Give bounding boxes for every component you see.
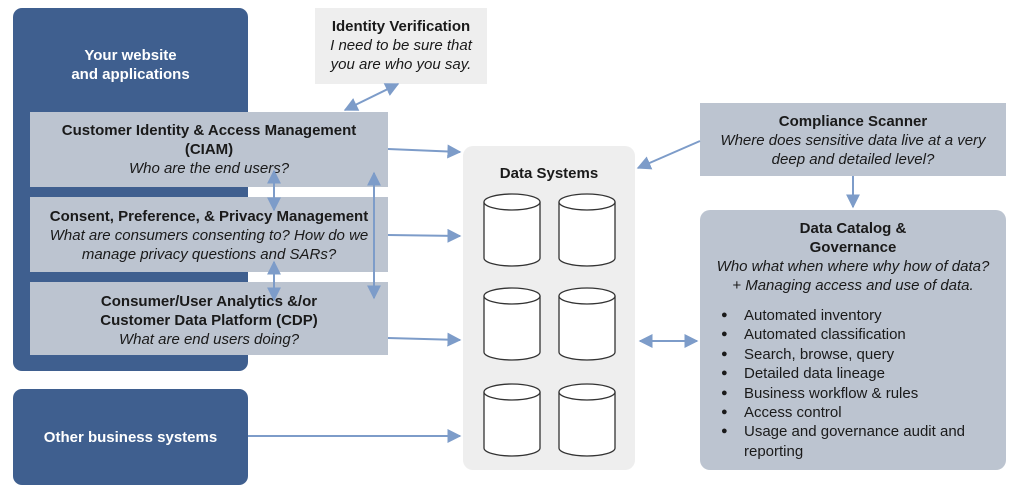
cdp-title-line2: Customer Data Platform (CDP) <box>100 312 318 329</box>
feature-item: Access control <box>719 403 1001 423</box>
database-icon <box>483 383 541 457</box>
data-catalog-features: Automated inventory Automated classifica… <box>719 306 1001 461</box>
consent-title: Consent, Preference, & Privacy Managemen… <box>49 208 369 225</box>
identity-verification-desc-line2: you are who you say. <box>330 56 472 73</box>
data-catalog-header: Data Catalog & Governance Who what when … <box>700 219 1006 295</box>
feature-item: Search, browse, query <box>719 345 1001 365</box>
database-icon <box>483 287 541 361</box>
website-label: Your website and applications <box>13 46 248 84</box>
consent-box <box>30 197 388 272</box>
identity-verification-title: Identity Verification <box>331 18 471 35</box>
feature-item: Business workflow & rules <box>719 384 1001 404</box>
feature-item: Detailed data lineage <box>719 364 1001 384</box>
arrow-consent-data <box>387 228 462 243</box>
cdp-title-line1: Consumer/User Analytics &/or <box>100 293 318 310</box>
compliance-scanner-title: Compliance Scanner <box>778 113 928 130</box>
identity-verification-box <box>315 8 487 84</box>
consent-text: Consent, Preference, & Privacy Managemen… <box>30 207 388 264</box>
consent-description-line2: manage privacy questions and SARs? <box>81 246 337 263</box>
database-icons <box>483 193 616 457</box>
compliance-scanner-desc-line1: Where does sensitive data live at a very <box>720 132 986 149</box>
compliance-scanner-desc-line2: deep and detailed level? <box>771 151 935 168</box>
feature-item: Automated inventory <box>719 306 1001 326</box>
other-systems-box <box>13 389 248 485</box>
arrow-ciam-identity <box>343 83 400 111</box>
ciam-description: Who are the end users? <box>128 160 290 177</box>
data-catalog-desc-line2: + Managing access and use of data. <box>732 277 974 294</box>
website-label-line1: Your website <box>84 47 177 64</box>
database-icon <box>558 383 616 457</box>
ciam-box <box>30 112 388 187</box>
cdp-text: Consumer/User Analytics &/or Customer Da… <box>30 292 388 349</box>
data-systems-title: Data Systems <box>499 165 599 182</box>
other-systems-label: Other business systems <box>43 429 218 446</box>
identity-verification-text: Identity Verification I need to be sure … <box>315 17 487 74</box>
identity-verification-desc-line1: I need to be sure that <box>330 37 472 54</box>
database-icon <box>558 193 616 267</box>
feature-item: Automated classification <box>719 325 1001 345</box>
website-label-line2: and applications <box>71 66 190 83</box>
arrow-cdp-data <box>387 332 462 347</box>
database-icon <box>558 287 616 361</box>
data-catalog-title-line2: Governance <box>809 239 897 256</box>
cdp-description: What are end users doing? <box>118 331 300 348</box>
data-catalog-desc-line1: Who what when where why how of data? <box>716 258 990 275</box>
feature-item: Usage and governance audit and <box>719 422 1001 442</box>
ciam-text: Customer Identity & Access Management (C… <box>30 121 388 178</box>
compliance-scanner-text: Compliance Scanner Where does sensitive … <box>700 112 1006 169</box>
data-catalog-title-line1: Data Catalog & <box>799 220 907 237</box>
compliance-scanner-box <box>700 103 1006 176</box>
ciam-title-line2: (CIAM) <box>184 141 234 158</box>
feature-item-continuation: reporting <box>744 442 804 460</box>
arrow-scanner-data <box>636 140 701 170</box>
arrow-ciam-data <box>387 144 462 159</box>
consent-description-line1: What are consumers consenting to? How do… <box>49 227 369 244</box>
cdp-box <box>30 282 388 355</box>
ciam-title-line1: Customer Identity & Access Management <box>61 122 357 139</box>
database-icon <box>483 193 541 267</box>
